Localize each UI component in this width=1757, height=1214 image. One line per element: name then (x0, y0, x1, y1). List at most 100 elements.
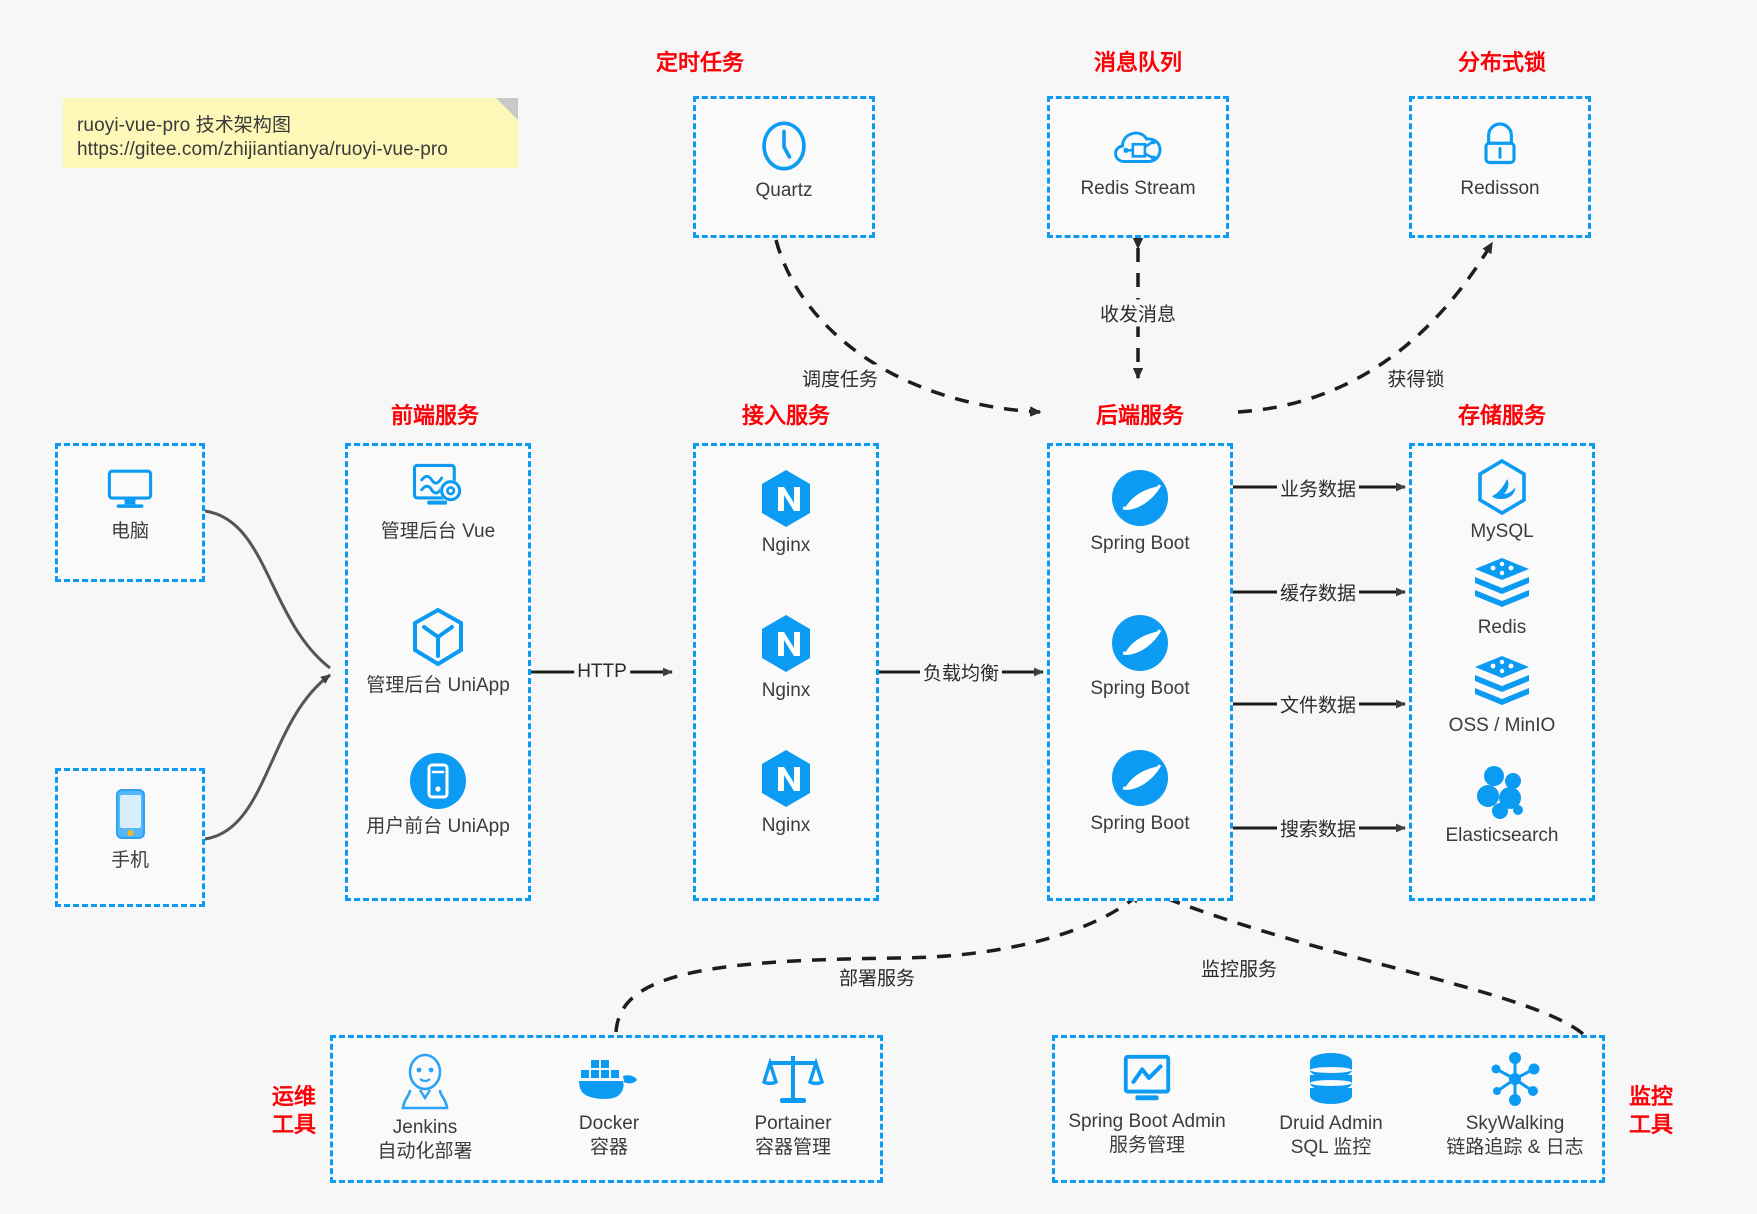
cloud-network-icon (1114, 131, 1162, 163)
edge-label-acquire-lock: 获得锁 (1384, 364, 1448, 392)
group-title-devops-line2: 工具 (271, 1111, 316, 1137)
node-sublabel: 自动化部署 (377, 1141, 473, 1163)
note-url: https://gitee.com/zhijiantianya/ruoyi-vu… (77, 139, 448, 160)
group-frontend[interactable]: 管理后台 Vue 管理后台 UniApp 用户前台 UniApp (345, 443, 531, 901)
node-label: 电脑 (110, 521, 149, 542)
group-title-distributed-lock: 分布式锁 (1457, 50, 1546, 75)
node-nginx-2[interactable]: Nginx (696, 613, 876, 703)
portainer-icon (762, 1056, 824, 1103)
dashboard-gear-icon (412, 463, 462, 505)
group-title-monitor-line1: 监控 (1628, 1084, 1673, 1109)
node-redisson[interactable]: Redisson (1412, 117, 1588, 201)
node-docker[interactable]: Docker 容器 (517, 1052, 701, 1161)
node-sublabel: 服务管理 (1108, 1135, 1185, 1157)
node-label: Elasticsearch (1445, 825, 1559, 846)
edge-label-deploy-service: 部署服务 (835, 963, 919, 991)
node-label: Redisson (1460, 178, 1540, 199)
node-sublabel: 容器 (589, 1137, 628, 1159)
nginx-icon (762, 750, 810, 807)
node-mysql[interactable]: MySQL (1412, 458, 1592, 544)
edge-label-schedule-task: 调度任务 (798, 364, 882, 392)
jenkins-icon (401, 1053, 449, 1110)
spring-boot-icon (1112, 750, 1168, 806)
group-distributed-lock[interactable]: Redisson (1409, 96, 1591, 238)
docker-icon (579, 1060, 637, 1099)
node-quartz[interactable]: Quartz (696, 117, 872, 203)
node-label: Redis (1477, 617, 1527, 638)
group-message-queue[interactable]: Redis Stream (1047, 96, 1229, 238)
note-fold-corner (496, 98, 518, 120)
cube-icon (413, 607, 463, 667)
node-spring-boot-admin[interactable]: Spring Boot Admin 服务管理 (1055, 1052, 1239, 1159)
group-scheduled-task[interactable]: Quartz (693, 96, 875, 238)
node-mobile[interactable]: 手机 (58, 787, 202, 873)
desktop-icon (107, 469, 153, 508)
node-label: Docker (578, 1113, 640, 1134)
node-redis[interactable]: Redis (1412, 556, 1592, 640)
oss-icon (1475, 656, 1529, 705)
group-title-monitor-line2: 工具 (1628, 1111, 1673, 1137)
edge-label-monitor-service: 监控服务 (1197, 954, 1281, 982)
node-portainer[interactable]: Portainer 容器管理 (701, 1050, 885, 1161)
node-sublabel: SQL 监控 (1290, 1137, 1372, 1159)
node-skywalking[interactable]: SkyWalking 链路追踪 & 日志 (1423, 1050, 1607, 1161)
node-admin-vue[interactable]: 管理后台 Vue (348, 460, 528, 544)
group-monitor-tools[interactable]: Spring Boot Admin 服务管理 Druid Admin SQL 监… (1052, 1035, 1605, 1183)
node-label: 手机 (110, 850, 149, 871)
mobile-phone-icon (116, 789, 145, 839)
node-admin-uniapp[interactable]: 管理后台 UniApp (348, 606, 528, 698)
edge-label-send-receive-message: 收发消息 (1096, 299, 1180, 327)
node-elasticsearch[interactable]: Elasticsearch (1412, 764, 1592, 848)
node-nginx-1[interactable]: Nginx (696, 468, 876, 558)
node-label: Nginx (761, 535, 811, 556)
edge-label-http: HTTP (574, 661, 630, 683)
node-label: Quartz (755, 180, 813, 201)
node-label: Spring Boot Admin (1068, 1111, 1226, 1132)
group-storage[interactable]: MySQL Redis OS (1409, 443, 1595, 901)
group-title-monitor: 监控 工具 (1615, 1083, 1687, 1138)
diagram-note: ruoyi-vue-pro 技术架构图 https://gitee.com/zh… (63, 98, 518, 168)
node-label: OSS / MinIO (1448, 715, 1556, 736)
node-spring-boot-3[interactable]: Spring Boot (1050, 748, 1230, 836)
node-label: Redis Stream (1080, 178, 1196, 199)
node-label: 管理后台 Vue (380, 521, 496, 542)
group-title-storage: 存储服务 (1457, 403, 1546, 428)
node-druid-admin[interactable]: Druid Admin SQL 监控 (1239, 1050, 1423, 1161)
spring-boot-icon (1112, 615, 1168, 671)
node-sublabel: 容器管理 (754, 1137, 831, 1159)
group-title-gateway: 接入服务 (741, 403, 830, 428)
elasticsearch-icon (1477, 766, 1523, 819)
group-title-frontend: 前端服务 (390, 403, 479, 428)
edge-label-business-data: 业务数据 (1276, 474, 1360, 502)
group-client-desktop[interactable]: 电脑 (55, 443, 205, 582)
group-title-message-queue: 消息队列 (1093, 50, 1182, 75)
node-label: Portainer (754, 1113, 832, 1134)
node-label: SkyWalking (1465, 1113, 1565, 1134)
node-oss-minio[interactable]: OSS / MinIO (1412, 654, 1592, 738)
node-label: Spring Boot (1090, 678, 1190, 699)
lock-icon (1484, 122, 1516, 165)
node-nginx-3[interactable]: Nginx (696, 748, 876, 838)
group-backend[interactable]: Spring Boot Spring Boot Spring Boot (1047, 443, 1233, 901)
node-jenkins[interactable]: Jenkins 自动化部署 (333, 1050, 517, 1165)
group-gateway[interactable]: Nginx Nginx Nginx (693, 443, 879, 901)
group-client-mobile[interactable]: 手机 (55, 768, 205, 907)
node-spring-boot-1[interactable]: Spring Boot (1050, 468, 1230, 556)
mysql-icon (1478, 458, 1526, 516)
node-user-uniapp[interactable]: 用户前台 UniApp (348, 751, 528, 839)
group-title-devops: 运维 工具 (258, 1083, 330, 1138)
node-redis-stream[interactable]: Redis Stream (1050, 119, 1226, 201)
group-devops-tools[interactable]: Jenkins 自动化部署 Docker 容器 (330, 1035, 883, 1183)
node-desktop[interactable]: 电脑 (58, 464, 202, 544)
spring-boot-icon (1112, 470, 1168, 526)
clock-icon (762, 121, 806, 171)
edge-label-load-balance: 负载均衡 (919, 658, 1003, 686)
node-spring-boot-2[interactable]: Spring Boot (1050, 613, 1230, 701)
node-label: 管理后台 UniApp (366, 675, 510, 696)
edge-label-cache-data: 缓存数据 (1276, 578, 1360, 606)
database-icon (1310, 1053, 1352, 1104)
group-title-scheduled-task: 定时任务 (655, 50, 744, 75)
node-label: 用户前台 UniApp (366, 816, 510, 837)
node-label: Druid Admin (1279, 1113, 1383, 1134)
